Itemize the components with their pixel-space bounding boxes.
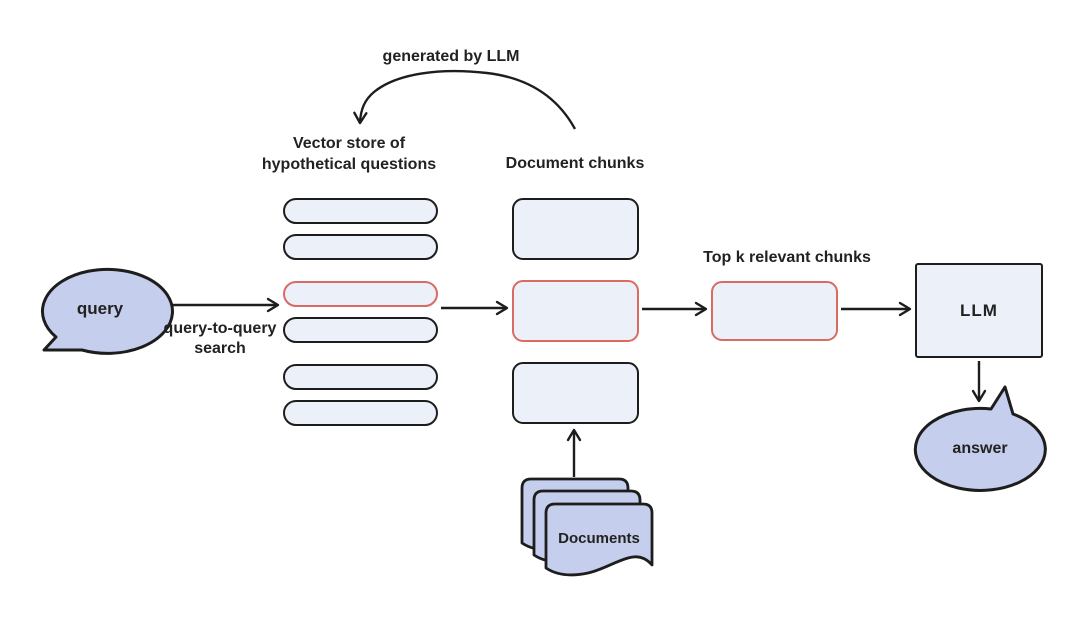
query-to-query-label-line1: query-to-query (163, 320, 277, 337)
hypothetical-question-pill (283, 364, 438, 390)
answer-bubble-label: answer (952, 440, 1008, 457)
document-chunk-box-highlighted (512, 280, 639, 342)
vector-store-label-line2: hypothetical questions (261, 156, 437, 173)
document-chunk-box (512, 198, 639, 260)
document-chunk-box (512, 362, 639, 424)
llm-label: LLM (960, 300, 998, 320)
hypothetical-question-pill-highlighted (283, 281, 438, 307)
arrow-generated-by-llm (353, 69, 577, 130)
vector-store-label: Vector store of hypothetical questions (254, 133, 444, 175)
generated-by-llm-label: generated by LLM (382, 48, 520, 65)
hypothetical-question-pill (283, 400, 438, 426)
documents-stack (520, 477, 654, 577)
query-bubble-shape (41, 267, 174, 355)
document-shape-front (544, 502, 654, 577)
hypothetical-question-pill (283, 198, 438, 224)
llm-box: LLM (915, 263, 1043, 358)
document-chunks-label: Document chunks (505, 155, 645, 172)
query-bubble-label: query (76, 299, 124, 318)
query-to-query-label: query-to-query search (150, 319, 290, 359)
hypothetical-question-pill (283, 317, 438, 343)
top-k-label: Top k relevant chunks (703, 249, 871, 266)
query-to-query-label-line2: search (194, 340, 246, 357)
top-k-chunk-box (711, 281, 838, 341)
answer-bubble-shape (913, 385, 1047, 492)
vector-store-label-line1: Vector store of (292, 135, 406, 152)
documents-label: Documents (558, 530, 640, 547)
hypothetical-question-pill (283, 234, 438, 260)
